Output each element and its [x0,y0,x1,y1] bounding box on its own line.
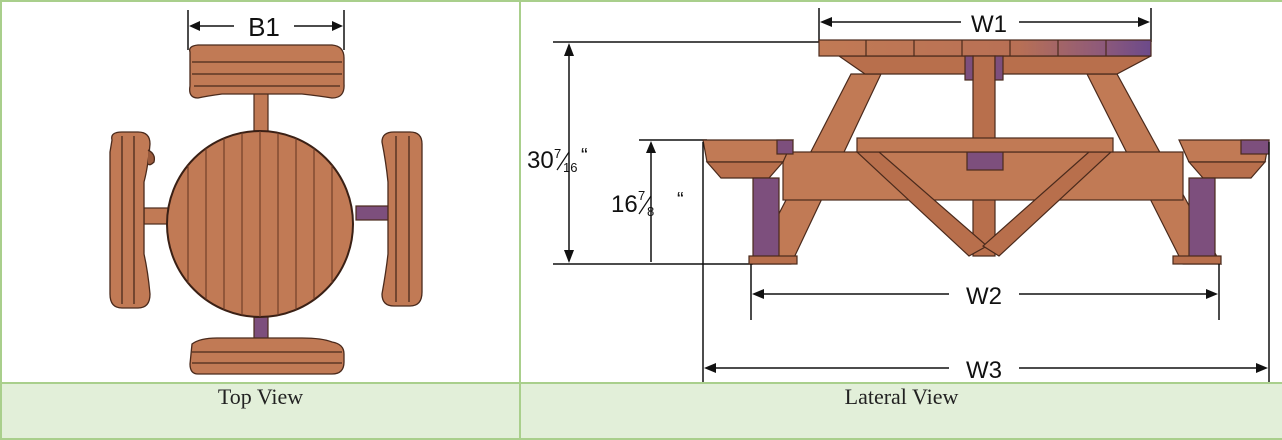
svg-text:30: 30 [527,147,554,174]
top-bench [189,44,345,99]
left-bench [109,131,156,309]
w2-label: W2 [966,283,1002,310]
svg-text:16: 16 [611,191,638,218]
lateral-view-caption: Lateral View [519,382,1282,440]
svg-text:7: 7 [638,188,645,203]
w3-label: W3 [966,357,1002,382]
top-view-drawing: B1 [109,10,423,375]
picnic-table-side [702,39,1270,265]
w3-dimension [702,142,1270,382]
b1-dimension [187,10,345,50]
svg-text:“: “ [677,189,684,211]
svg-text:8: 8 [647,204,654,219]
bottom-bench [189,337,345,375]
w1-dimension [818,8,1152,42]
lateral-view-cell: W1 30 7 16 “ [519,0,1282,384]
w1-label: W1 [971,11,1007,38]
lateral-view-drawing: W1 30 7 16 “ [527,8,1270,382]
seat-height-label: 16 7 8 “ [611,188,684,219]
w2-dimension [750,264,1220,320]
right-bench [381,131,423,307]
svg-text:7: 7 [554,146,561,161]
svg-text:16: 16 [563,160,577,175]
round-table-top [166,130,354,318]
seat-height-dimension [639,139,707,262]
table-height-label: 30 7 16 “ [527,145,588,175]
top-view-cell: B1 [0,0,521,384]
b1-label: B1 [248,12,280,42]
svg-text:“: “ [581,145,588,167]
top-view-caption: Top View [0,382,521,440]
